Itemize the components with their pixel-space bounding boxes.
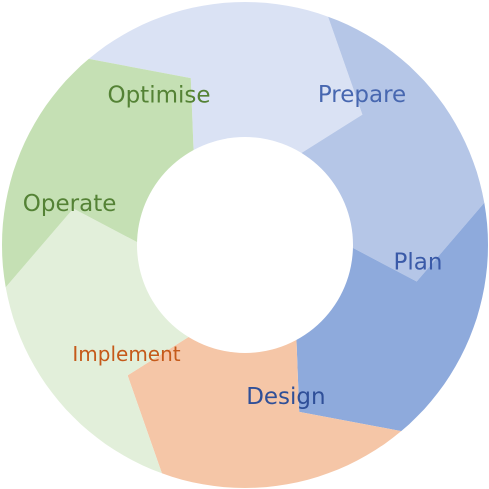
label-optimise: Optimise bbox=[107, 83, 210, 109]
label-implement: Implement bbox=[72, 342, 180, 366]
label-plan: Plan bbox=[394, 250, 443, 276]
segment-implement bbox=[127, 304, 402, 488]
segment-prepare bbox=[88, 2, 363, 186]
label-operate: Operate bbox=[23, 191, 117, 217]
label-prepare: Prepare bbox=[318, 82, 406, 108]
center-hole bbox=[137, 137, 353, 353]
label-design: Design bbox=[246, 384, 325, 410]
